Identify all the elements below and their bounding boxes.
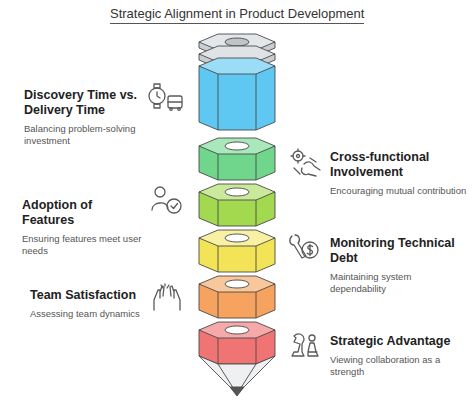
item-heading: Monitoring Technical Debt (330, 236, 468, 266)
item-description: Maintaining system dependability (330, 271, 468, 295)
diagram-title: Strategic Alignment in Product Developme… (110, 6, 364, 24)
text-group: Team SatisfactionAssessing team dynamics (30, 288, 146, 320)
item-heading: Cross-functional Involvement (330, 150, 468, 180)
text-group: Cross-functional InvolvementEncouraging … (330, 150, 468, 197)
item-description: Viewing collaboration as a strength (330, 354, 468, 378)
item-heading: Discovery Time vs. Delivery Time (24, 88, 146, 118)
item-description: Balancing problem-solving investment (24, 123, 146, 147)
text-group: Strategic AdvantageViewing collaboration… (330, 334, 468, 378)
item-description: Ensuring features meet user needs (22, 233, 146, 257)
item-description: Assessing team dynamics (30, 308, 146, 320)
item-heading: Strategic Advantage (330, 334, 468, 349)
item-heading: Team Satisfaction (30, 288, 146, 303)
text-group: Discovery Time vs. Delivery TimeBalancin… (24, 88, 146, 147)
text-group: Adoption of FeaturesEnsuring features me… (22, 198, 146, 257)
text-group: Monitoring Technical DebtMaintaining sys… (330, 236, 468, 295)
item-description: Encouraging mutual contribution (330, 185, 468, 197)
item-heading: Adoption of Features (22, 198, 146, 228)
